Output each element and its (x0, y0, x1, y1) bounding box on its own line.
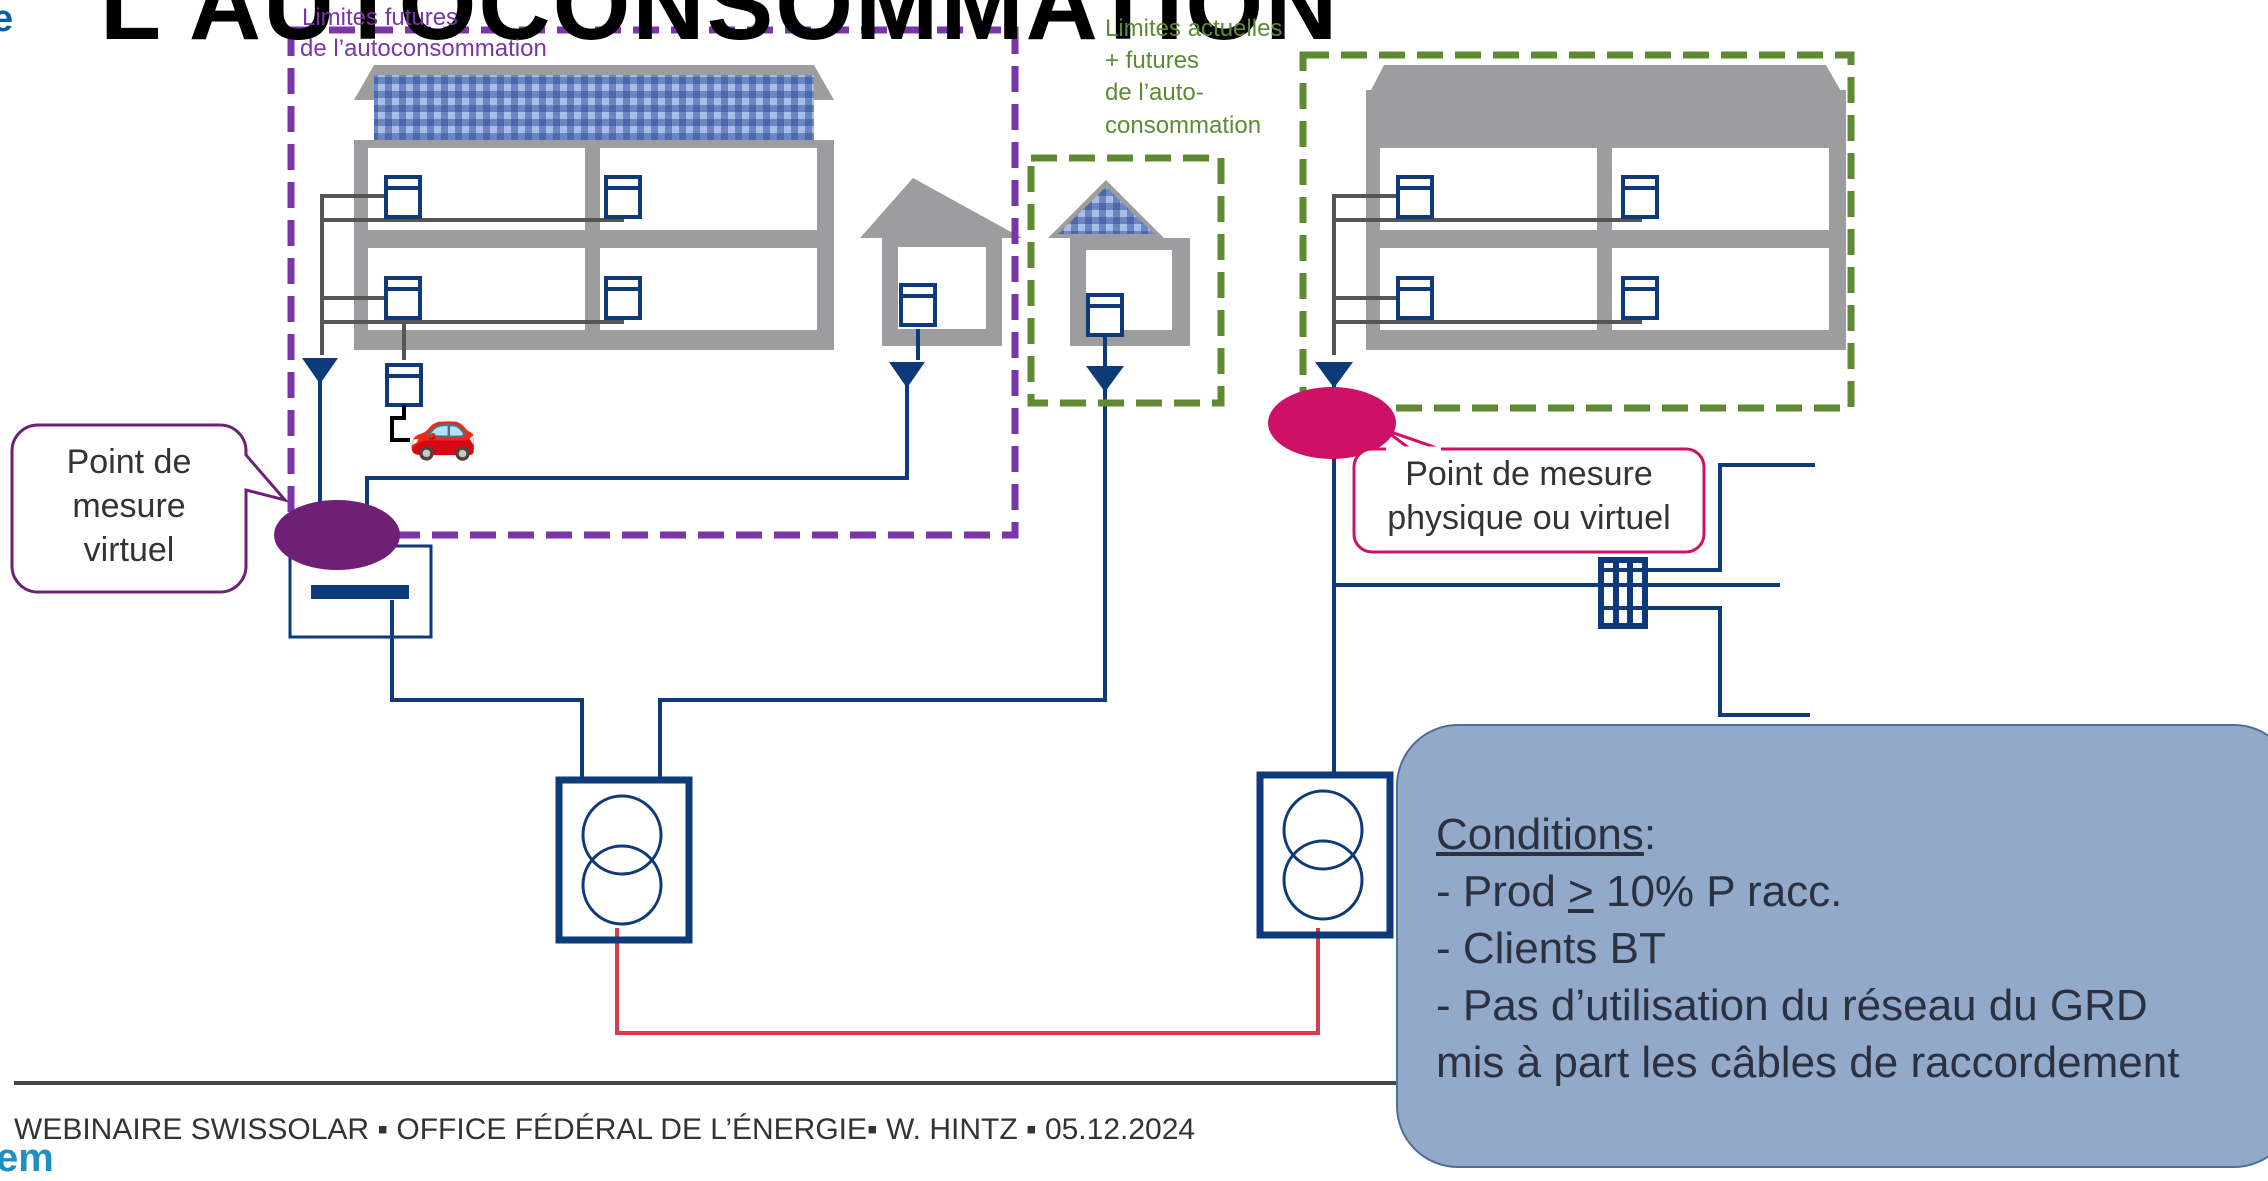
transformer-icon (1256, 771, 1394, 939)
future-limit-label-1: Limites futures (302, 4, 459, 31)
car-icon: 🚗 (408, 398, 478, 461)
conditions-heading-colon: : (1643, 810, 1657, 859)
conditions-heading: Conditions: (1436, 806, 2179, 863)
future-boundary (287, 26, 1019, 539)
current-limit-label-3: de l’auto- (1105, 79, 1204, 106)
current-boundary-large (1299, 51, 1855, 412)
house-small-1 (860, 178, 1022, 346)
page-title: L'AUTOCONSOMMATION (100, 0, 1340, 61)
callout-physical-line2: physique ou virtuel (1387, 499, 1671, 537)
solar-panel-icon (374, 75, 814, 140)
current-limit-label-1: Limites actuelles (1105, 15, 1283, 42)
medium-voltage-line (615, 928, 1320, 1035)
transformer-icon (555, 776, 693, 944)
callout-virtual-line1: Point de (66, 443, 192, 481)
current-limit-label-2: + futures (1105, 47, 1200, 74)
callout-virtual-text: Point de mesure virtuel (14, 440, 244, 572)
conditions-line-grid: - Pas d’utilisation du réseau du GRD (1436, 981, 2148, 1030)
building-right (1366, 65, 1846, 350)
building-left (354, 65, 834, 350)
conditions-line-cables: mis à part les câbles de raccordement (1436, 1038, 2180, 1087)
logo-letter: e (0, 0, 18, 38)
physical-measure-point (1268, 387, 1396, 459)
footer-brand: em (0, 1136, 54, 1180)
meter-icon (384, 175, 1659, 407)
callout-physical-shape (1346, 447, 1706, 554)
conditions-panel (1396, 724, 2268, 1168)
current-limit-label-4: consommation (1105, 112, 1262, 139)
prod-suffix: 10% P racc. (1593, 867, 1843, 916)
conditions-heading-word: Conditions (1436, 810, 1644, 859)
virtual-measure-point (274, 500, 400, 570)
footer-text: WEBINAIRE SWISSOLAR ▪ OFFICE FÉDÉRAL DE … (14, 1113, 1196, 1146)
callout-physical-text: Point de mesure physique ou virtuel (1356, 452, 1702, 540)
current-boundary-small (1027, 154, 1225, 407)
prod-symbol: > (1568, 867, 1594, 916)
prod-prefix: - Prod (1436, 867, 1569, 916)
callout-virtual-line3: virtuel (83, 531, 175, 569)
callout-virtual-shape (10, 423, 290, 594)
future-limit-label-2: de l’autoconsommation (300, 35, 547, 62)
conditions-line-prod: - Prod > 10% P racc. (1436, 863, 2179, 920)
conditions-line-clients: - Clients BT (1436, 924, 1666, 973)
callout-physical-line1: Point de mesure (1405, 455, 1653, 493)
conditions-text: Conditions: - Prod > 10% P racc. - Clien… (1436, 806, 2179, 1091)
callout-virtual-line2: mesure (72, 487, 186, 525)
